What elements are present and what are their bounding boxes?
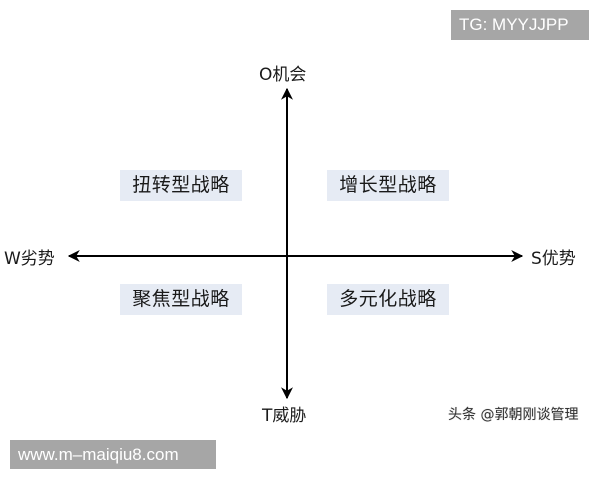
quadrant-turnaround-strategy: 扭转型战略 [120, 170, 242, 201]
quadrant-diversification-strategy: 多元化战略 [327, 284, 449, 315]
axis-label-strength: S优势 [531, 249, 576, 269]
watermark-top-right: TG: MYYJJPP [451, 10, 589, 40]
axis-label-weakness: W劣势 [4, 249, 55, 269]
axis-label-threat: T威胁 [262, 406, 307, 426]
watermark-bottom-left: www.m–maiqiu8.com [10, 440, 216, 469]
quadrant-focus-strategy: 聚焦型战略 [120, 284, 242, 315]
axis-label-opportunity: O机会 [259, 65, 307, 85]
quadrant-growth-strategy: 增长型战略 [327, 170, 449, 201]
source-credit: 头条 @郭朝刚谈管理 [448, 407, 579, 423]
